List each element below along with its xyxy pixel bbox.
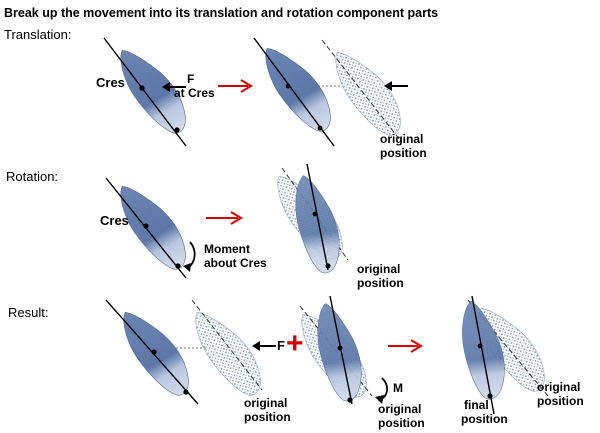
- moment-arrow-m: [375, 377, 388, 404]
- translation-tooth: [103, 36, 196, 147]
- section-translation: Translation:: [4, 27, 72, 42]
- moment-arrow: [183, 241, 196, 272]
- final-tooth: [458, 295, 509, 415]
- at-cres-label: at Cres: [174, 86, 215, 100]
- rotation-tooth: [105, 172, 196, 280]
- red-arrow-3: [388, 339, 423, 353]
- final-label: final: [464, 398, 489, 412]
- original-label-2: original: [357, 262, 401, 276]
- position-label-4: position: [378, 416, 425, 430]
- ghost-original-1: [321, 38, 411, 146]
- red-arrow-1: [218, 79, 253, 93]
- moment-label: Moment: [204, 242, 250, 256]
- force-label-2: F: [277, 338, 285, 353]
- original-label-5: original: [537, 380, 581, 394]
- final-position-label: position: [461, 412, 508, 426]
- translated-tooth: [253, 34, 341, 147]
- force-label-1: F: [187, 72, 195, 86]
- position-label-1: position: [380, 146, 427, 160]
- original-label-1: original: [380, 132, 424, 146]
- about-cres-label: about Cres: [204, 256, 267, 270]
- plus-sign: +: [286, 327, 304, 360]
- red-arrow-2: [206, 211, 243, 225]
- rotated-tooth: [290, 163, 344, 277]
- original-label-3: original: [244, 396, 288, 410]
- m-label: M: [393, 381, 403, 395]
- diagram-title: Break up the movement into its translati…: [4, 6, 439, 20]
- position-label-3: position: [244, 410, 291, 424]
- result-tooth-1: [105, 298, 199, 406]
- section-rotation: Rotation:: [6, 169, 59, 184]
- ghost-original-3: [185, 298, 271, 406]
- position-label-5: position: [537, 394, 584, 408]
- cres-label-1: Cres: [96, 75, 125, 90]
- section-result: Result:: [8, 305, 49, 320]
- position-label-2: position: [357, 276, 404, 290]
- result-tooth-2: [312, 295, 366, 405]
- original-label-4: original: [378, 402, 422, 416]
- cres-label-2: Cres: [100, 213, 129, 228]
